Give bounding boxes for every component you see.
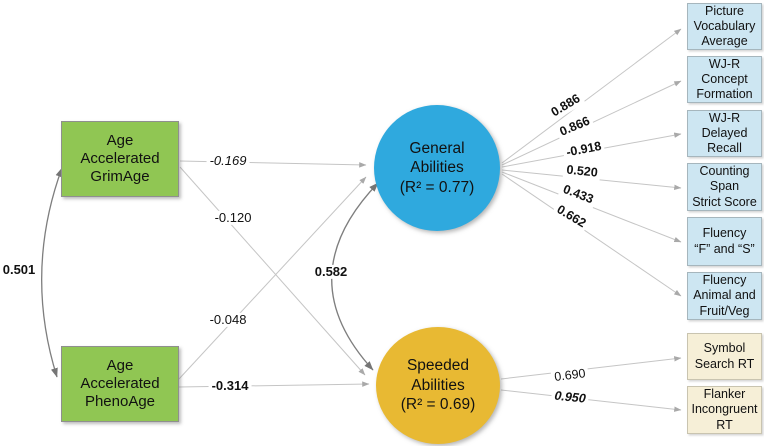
path-phenoage-speeded-label: -0.314 [208, 378, 252, 394]
indicator-symbol-search-rt: Symbol Search RT [687, 333, 762, 380]
path-grimage-general-label: -0.169 [206, 153, 250, 169]
indicator-counting-span: Counting Span Strict Score [687, 163, 762, 211]
grimage-node: Age Accelerated GrimAge [61, 121, 179, 197]
covariance-grimage-phenoage-label: 0.501 [0, 262, 39, 278]
indicator-wjr-concept-formation: WJ-R Concept Formation [687, 56, 762, 103]
phenoage-node: Age Accelerated PhenoAge [61, 346, 179, 422]
indicator-flanker-incongruent-rt: Flanker Incongruent RT [687, 386, 762, 434]
indicator-fluency-f-s: Fluency “F” and “S” [687, 217, 762, 266]
indicator-fluency-animal: Fluency Animal and Fruit/Veg [687, 272, 762, 320]
speeded-abilities-node: Speeded Abilities (R² = 0.69) [376, 327, 500, 444]
indicator-wjr-delayed-recall: WJ-R Delayed Recall [687, 110, 762, 157]
path-grimage-speeded-label: -0.120 [211, 210, 255, 226]
general-abilities-node: General Abilities (R² = 0.77) [374, 105, 500, 231]
indicator-picture-vocabulary: Picture Vocabulary Average [687, 3, 762, 50]
path-phenoage-general-label: -0.048 [206, 312, 250, 328]
covariance-general-speeded-label: 0.582 [311, 264, 351, 280]
